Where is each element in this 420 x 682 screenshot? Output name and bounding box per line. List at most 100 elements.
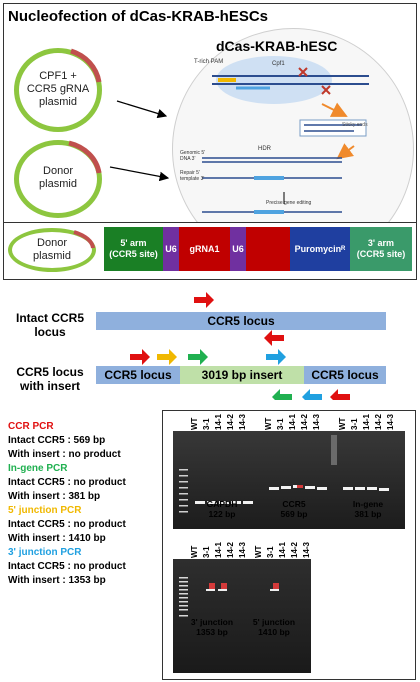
lane-label: 14-2: [226, 541, 235, 558]
cpf1-label: Cpf1: [272, 61, 285, 67]
lane-label: 3-1: [202, 418, 211, 430]
lane-label: 14-2: [290, 541, 299, 558]
segment-u6-2: U6: [230, 227, 246, 271]
precise-editing-label: Precise gene editing: [266, 200, 312, 206]
gapdh-size: 122 bp: [208, 509, 236, 519]
pcr-legend: CCR PCR Intact CCR5 : 569 bp With insert…: [8, 420, 160, 588]
primer-green-rev-insert: [272, 389, 292, 400]
pcr-3junction-title: 3' junction PCR: [8, 547, 82, 558]
donor-label-line2: plasmid: [33, 250, 71, 262]
primer-blue-rev-insert: [302, 389, 322, 400]
pcr-5junction-title: 5' junction PCR: [8, 505, 82, 516]
repair-line1: Repair 5': [180, 170, 200, 176]
lane-label: 3-1: [266, 546, 275, 558]
primer-green-fwd-insert: [188, 349, 208, 365]
cpf1-schematic: [202, 56, 369, 214]
primer-arrows: [130, 292, 350, 400]
sticky-ends-label: Sticky ends: [342, 122, 368, 128]
gel-label-gapdh: GAPDH 122 bp: [197, 499, 247, 519]
gel-label-ingene: In-gene 381 bp: [343, 499, 393, 519]
plasmid-cpf1-line1: CPF1 +: [39, 70, 77, 82]
lane-label: 14-3: [302, 541, 311, 558]
pcr-ccr-intact: Intact CCR5 : 569 bp: [8, 435, 106, 446]
ingene-size: 381 bp: [354, 509, 382, 519]
lane-label: 14-2: [226, 413, 235, 430]
segment-grna1: gRNA1: [179, 227, 230, 271]
plasmid-cpf1-line3: plasmid: [39, 96, 77, 108]
primer-red-fwd-insert: [130, 349, 150, 365]
primer-red-rev-insert: [330, 389, 350, 400]
page-title: Nucleofection of dCas-KRAB-hESCs: [8, 8, 269, 25]
genomic-line2: DNA 3': [180, 156, 196, 162]
plasmid-cpf1-line2: CCR5 gRNA: [26, 83, 90, 95]
primer-blue-fwd-insert: [266, 349, 286, 365]
insert-locus-line2: with insert: [19, 379, 80, 393]
lane-label: 14-3: [386, 413, 395, 430]
pcr-3junction-insert: With insert : 1353 bp: [8, 575, 106, 586]
segment-3-arm: 3' arm (CCR5 site): [350, 227, 412, 271]
intact-locus-line1: Intact CCR5: [15, 311, 84, 325]
segment-blank: [246, 227, 290, 271]
nucleofection-panel: Nucleofection of dCas-KRAB-hESCs dCas-KR…: [3, 3, 417, 270]
gel-bottom: [173, 559, 311, 673]
plasmid-cpf1-label: CPF1 + CCR5 gRNA plasmid: [20, 70, 96, 109]
lane-label: WT: [338, 417, 347, 430]
ccr5-size: 569 bp: [280, 509, 308, 519]
plasmid-donor-label: Donor plasmid: [20, 165, 96, 191]
donor-panel: Donor plasmid 5' arm (CCR5 site) U6 gRNA…: [3, 222, 417, 280]
lane-label: 14-2: [300, 413, 309, 430]
pcr-3junction-intact: Intact CCR5 : no product: [8, 561, 126, 572]
lane-label: 14-1: [278, 541, 287, 558]
plasmid-cpf1-red-arc: [70, 48, 102, 83]
lane-label: WT: [264, 417, 273, 430]
intact-locus-bar: CCR5 locus: [96, 312, 386, 330]
tpam-label: T-rich PAM: [194, 59, 224, 65]
gel-top: [173, 431, 405, 529]
lane-label: 3-1: [202, 546, 211, 558]
insert-locus-label: CCR5 locus with insert: [6, 365, 94, 393]
gel-top-bands: [179, 435, 389, 513]
ingene-name: In-gene: [352, 499, 384, 509]
insert-locus-line1: CCR5 locus: [16, 365, 84, 379]
primer-red-rev-intact: [264, 330, 284, 346]
insert-locus-left: CCR5 locus: [96, 366, 180, 384]
lane-label: 14-1: [362, 413, 371, 430]
donor-ring-red-arc: [73, 230, 95, 249]
genomic-dna-label: Genomic 5' DNA 3': [180, 150, 205, 162]
lane-label: 14-1: [214, 541, 223, 558]
pcr-ingene-title: In-gene PCR: [8, 463, 68, 474]
repair-template-label: Repair 5' template 3': [180, 170, 204, 182]
gel-bottom-bands: [179, 577, 279, 617]
intact-locus-label: Intact CCR5 locus: [6, 311, 94, 339]
lane-label: 14-1: [214, 413, 223, 430]
pcr-ingene-intact: Intact CCR5 : no product: [8, 477, 126, 488]
donor-label: Donor plasmid: [18, 237, 86, 263]
plasmid-arrows: [109, 100, 170, 182]
lane-label: 14-3: [238, 413, 247, 430]
intact-locus-line2: locus: [34, 325, 66, 339]
pcr-5junction-intact: Intact CCR5 : no product: [8, 519, 126, 530]
gel-label-3junction: 3' junction 1353 bp: [183, 617, 241, 637]
lane-label: 14-3: [238, 541, 247, 558]
lane-label: 3-1: [350, 418, 359, 430]
pcr-5junction-insert: With insert : 1410 bp: [8, 533, 106, 544]
plasmid-donor-line2: plasmid: [39, 178, 77, 190]
ccr5-name: CCR5: [282, 499, 306, 509]
donor-ring: [8, 228, 96, 272]
lane-label: 14-1: [288, 413, 297, 430]
pcr-ccr-title: CCR PCR: [8, 421, 54, 432]
insert-region: 3019 bp insert: [180, 366, 304, 384]
lane-label: 14-2: [374, 413, 383, 430]
donor-label-line1: Donor: [37, 237, 67, 249]
gel-panel: WT 3-1 14-1 14-2 14-3 WT 3-1 14-1 14-2 1…: [162, 410, 416, 680]
j3-name: 3' junction: [190, 617, 234, 627]
plasmid-donor-line1: Donor: [43, 165, 73, 177]
donor-construct: 5' arm (CCR5 site) U6 gRNA1 U6 Puromycin…: [104, 227, 412, 271]
primer-yellow-fwd-insert: [157, 349, 177, 365]
hdr-label: HDR: [258, 146, 271, 152]
gel-bottom-lane-labels: WT 3-1 14-1 14-2 14-3 WT 3-1 14-1 14-2 1…: [173, 539, 311, 559]
gapdh-name: GAPDH: [206, 499, 238, 509]
lane-label: 3-1: [276, 418, 285, 430]
lane-label: 14-3: [312, 413, 321, 430]
j5-size: 1410 bp: [258, 627, 290, 637]
